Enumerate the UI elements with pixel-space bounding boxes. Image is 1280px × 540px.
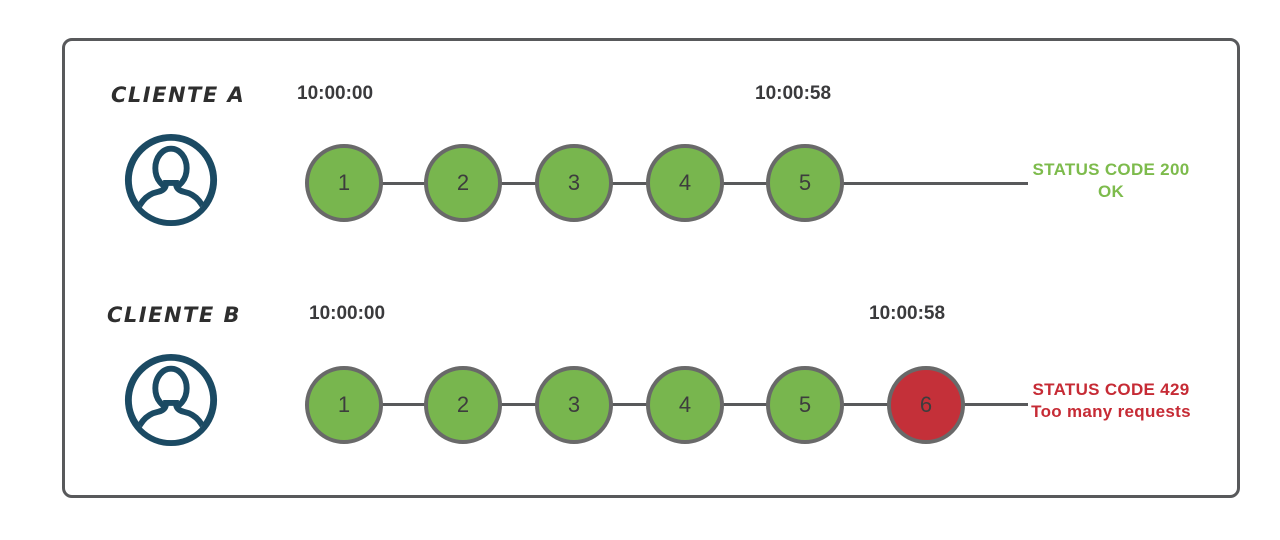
request-circle: 3 (535, 144, 613, 222)
status-code-line: STATUS CODE 200 (1032, 160, 1190, 179)
status-code-text: STATUS CODE 200 OK (1009, 159, 1213, 203)
request-circle: 4 (646, 366, 724, 444)
status-code-text: STATUS CODE 429 Too many requests (1009, 379, 1213, 423)
status-message-line: OK (1097, 182, 1125, 201)
request-circle: 1 (305, 366, 383, 444)
request-circle: 5 (766, 366, 844, 444)
timestamp-start: 10:00:00 (309, 303, 386, 324)
user-avatar-icon (124, 133, 218, 227)
status-message-line: Too many requests (1031, 402, 1191, 421)
client-a-label: CLIENTE A (111, 83, 246, 107)
request-circle: 6 (887, 366, 965, 444)
request-circle: 2 (424, 366, 502, 444)
client-b-label: CLIENTE B (107, 303, 242, 327)
timestamp-start: 10:00:00 (297, 83, 374, 104)
request-circle: 3 (535, 366, 613, 444)
diagram-frame: CLIENTE A 10:00:00 10:00:58 1 2 3 4 5 ST… (62, 38, 1240, 498)
status-code-line: STATUS CODE 429 (1032, 380, 1190, 399)
request-circle: 2 (424, 144, 502, 222)
timestamp-end: 10:00:58 (869, 303, 946, 324)
request-circle: 4 (646, 144, 724, 222)
user-avatar-icon (124, 353, 218, 447)
request-circle: 1 (305, 144, 383, 222)
request-circle: 5 (766, 144, 844, 222)
timestamp-end: 10:00:58 (755, 83, 832, 104)
